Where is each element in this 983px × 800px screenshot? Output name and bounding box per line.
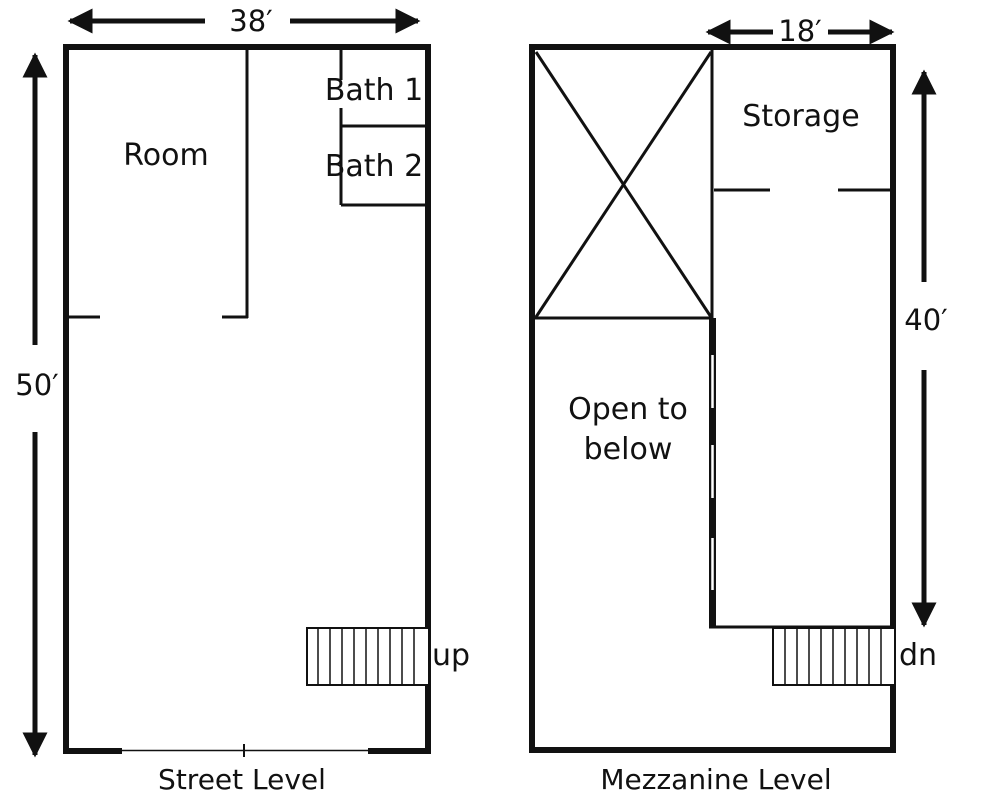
storage-label: Storage [742, 99, 859, 134]
bath2-label: Bath 2 [325, 149, 423, 184]
mezz-x-diagonal-2 [534, 51, 713, 318]
open-to-below-label-line2: below [584, 432, 673, 467]
mezz-railing [709, 318, 716, 627]
street-stairs [306, 627, 430, 686]
street-height-label: 50′ [15, 368, 59, 402]
mezz-stairs-label: dn [899, 638, 937, 673]
street-level-plan: 38′ 50′ Room Bath 1 Bath 2 [15, 4, 470, 796]
mezz-height-label: 40′ [904, 303, 948, 337]
mezzanine-level-caption: Mezzanine Level [600, 763, 831, 796]
mezz-stairs [772, 627, 896, 686]
street-stairs-label: up [432, 638, 470, 673]
mezz-width-label: 18′ [778, 14, 822, 48]
mezzanine-level-plan: 18′ 40′ Storage Open to below [529, 14, 948, 796]
room-label: Room [123, 138, 208, 173]
street-level-caption: Street Level [158, 763, 326, 796]
open-to-below-label-line1: Open to [568, 392, 688, 427]
mezz-outer-wall [529, 44, 896, 753]
bath1-label: Bath 1 [325, 73, 423, 108]
street-width-label: 38′ [229, 4, 273, 38]
